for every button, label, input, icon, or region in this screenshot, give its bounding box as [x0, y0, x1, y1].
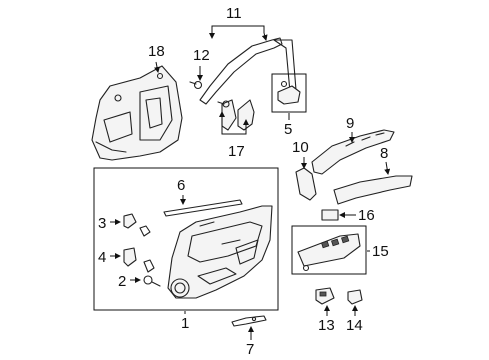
- callout-10: 10: [292, 139, 309, 156]
- switch-16-part: [321, 209, 339, 221]
- callout-4: 4: [98, 249, 106, 266]
- switch-14-part: [347, 289, 363, 305]
- leader-18: [154, 61, 160, 73]
- clip-4-part: [123, 247, 155, 273]
- leader-17-bracket: [221, 130, 247, 135]
- corner-garnish-part: [277, 80, 301, 105]
- callout-7: 7: [246, 341, 254, 358]
- callout-16: 16: [358, 207, 375, 224]
- callout-9: 9: [346, 115, 354, 132]
- mirror-switch-part: [315, 287, 335, 305]
- belt-weatherstrip-part: [163, 199, 243, 217]
- box-15-frame: [291, 225, 367, 275]
- callout-1: 1: [181, 315, 189, 332]
- clip-3-part: [123, 213, 151, 237]
- box-1-frame: [93, 167, 279, 311]
- box-5-frame: [271, 73, 307, 113]
- leader-11b: [261, 32, 268, 41]
- armrest-pad-part: [333, 175, 413, 205]
- callout-14: 14: [346, 317, 363, 334]
- callout-3: 3: [98, 215, 106, 232]
- callout-8: 8: [380, 145, 388, 162]
- screw-12-part: [189, 80, 203, 90]
- callout-11: 11: [226, 5, 242, 22]
- switch-bezel-part: [295, 167, 317, 201]
- callout-17: 17: [228, 143, 245, 160]
- door-trim-panel-part: [167, 205, 273, 299]
- callout-6: 6: [177, 177, 185, 194]
- handle-bracket-part: [231, 315, 267, 327]
- garnish-brackets-part: [217, 99, 255, 131]
- callout-2: 2: [118, 273, 126, 290]
- screw-2-part: [143, 275, 161, 287]
- callout-18: 18: [148, 43, 165, 60]
- leader-8: [384, 161, 391, 175]
- callout-12: 12: [193, 47, 210, 64]
- callout-13: 13: [318, 317, 335, 334]
- door-inner-frame-part: [91, 65, 183, 161]
- window-switch-part: [297, 233, 361, 272]
- callout-15: 15: [372, 243, 389, 260]
- callout-5: 5: [284, 121, 292, 138]
- leader-11-bracket: [211, 25, 265, 33]
